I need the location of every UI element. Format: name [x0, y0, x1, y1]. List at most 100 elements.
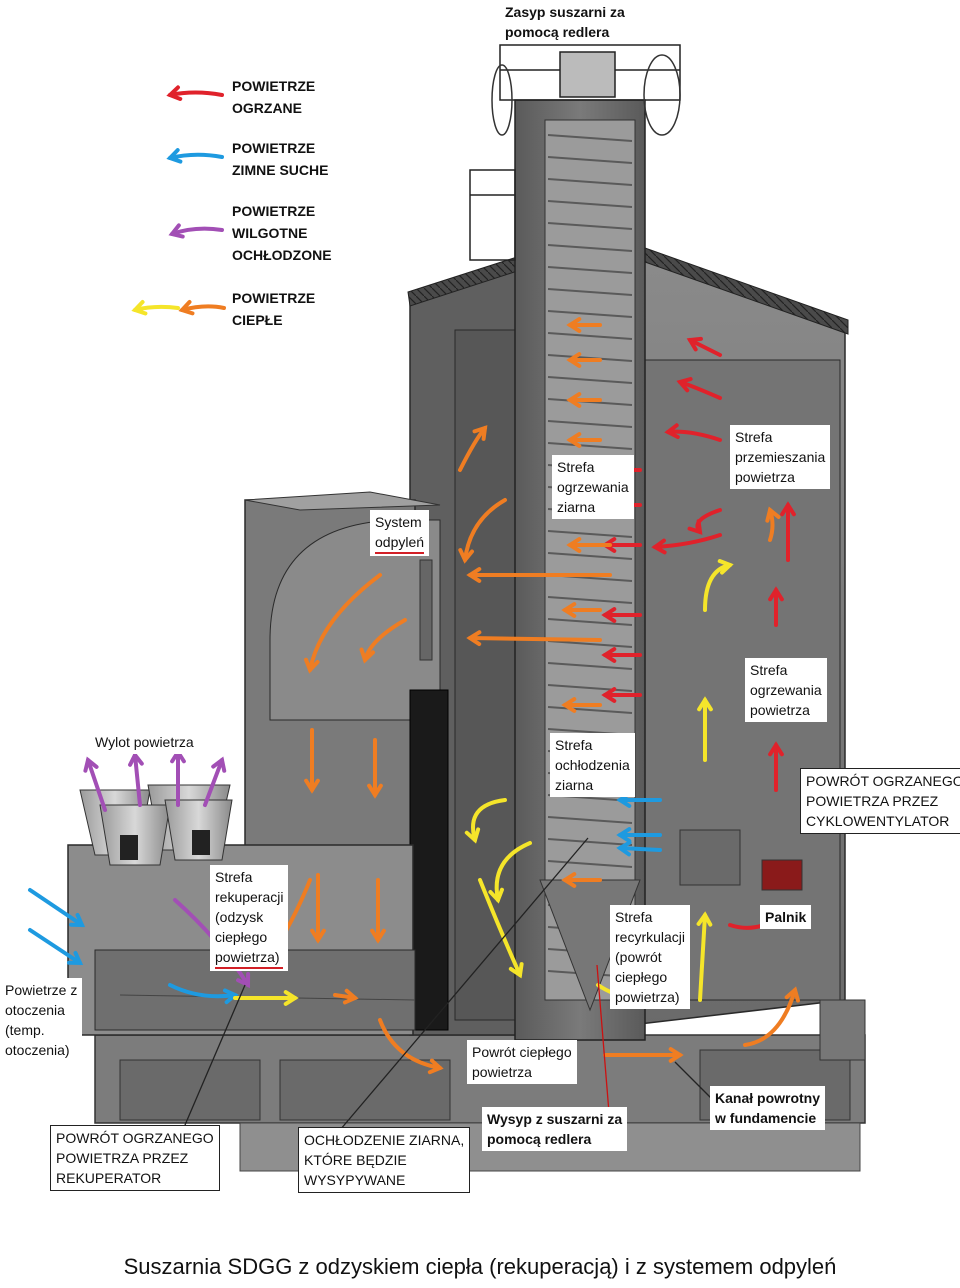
label-ochlodzenie-line-1: OCHŁODZENIE ZIARNA, [304, 1132, 465, 1148]
label-system-line-2: odpyleń [375, 532, 425, 554]
label-ogrz-ziarna-line-3: ziarna [557, 499, 596, 515]
arrow-humid-air [128, 751, 144, 807]
label-ochlodzenia-line-1: Strefa [555, 737, 593, 753]
label-top-line-2: pomocą redlera [505, 24, 610, 40]
legend-cold-line-1: POWIETRZE [232, 140, 316, 156]
label-ogrz-powietrza-line-1: Strefa [750, 662, 788, 678]
legend-humid-line-1: POWIETRZE [232, 203, 316, 219]
legend-humid-line-3: OCHŁODZONE [232, 247, 332, 263]
column-slat [547, 860, 633, 868]
arrow-warm-orange [566, 317, 602, 333]
arrow-hot-air-column [601, 687, 642, 703]
label-system-line-1: System [375, 514, 422, 530]
arrow-warm-orange [367, 738, 383, 799]
exhaust-fans [79, 784, 233, 866]
column-slat [547, 310, 633, 318]
label-wylot-line-1: Wylot powietrza [95, 734, 194, 750]
label-palnik-line-1: Palnik [765, 909, 807, 925]
label-recyrk-line-4: ciepłego [615, 969, 668, 985]
label-rekuperator-line-1: POWRÓT OGRZANEGO [56, 1130, 214, 1146]
column-slat [547, 222, 633, 230]
label-ogrz-ziarna-line-1: Strefa [557, 459, 595, 475]
arrow-warm-orange [561, 697, 602, 713]
column-slat [547, 134, 633, 142]
label-rekuperacji-line-1: Strefa [215, 869, 253, 885]
arrow-warm-orange [566, 392, 602, 408]
arrow-warm-yellow [703, 559, 734, 612]
arrow-warm-orange [561, 872, 602, 888]
legend-arrow-hot [166, 85, 224, 101]
arrow-cold-air [28, 928, 84, 966]
arrow-hot-air [780, 501, 796, 562]
arrow-warm-yellow [696, 911, 713, 1002]
label-ogrz-powietrza-line-2: ogrzewania [750, 682, 822, 698]
label-return-channel: Kanał powrotny w fundamencie [710, 1086, 826, 1130]
label-recyrk-line-2: recyrkulacji [615, 929, 686, 945]
arrow-warm-orange [370, 878, 386, 944]
label-ochlodzenie-line-3: WYSYPYWANE [304, 1172, 406, 1188]
arrow-humid-air [203, 756, 227, 807]
arrow-warm-orange [458, 425, 488, 472]
label-air-mixing: Strefa przemieszania powietrza [730, 425, 831, 489]
arrow-warm-orange [304, 573, 382, 674]
legend-arrow-warm-yellow [131, 300, 180, 316]
arrow-warm-orange [310, 873, 326, 944]
label-powrot-line-1: Powrót ciepłego [472, 1044, 572, 1060]
column-slat [547, 816, 633, 824]
arrow-cold-air [168, 983, 239, 1005]
leader-lines [184, 837, 714, 1131]
label-rekuperacji-line-3: (odzysk [215, 909, 264, 925]
column-slat [547, 442, 633, 450]
column-slat [547, 530, 633, 538]
top-railing [469, 44, 681, 261]
label-wysyp-line-2: pomocą redlera [487, 1131, 592, 1147]
label-cyclofan-return: POWRÓT OGRZANEGO POWIETRZA PRZEZ CYKLOWE… [800, 768, 960, 834]
column-slat [547, 244, 633, 252]
arrow-hot-air [664, 423, 722, 442]
figure-caption: Suszarnia SDGG z odzyskiem ciepła (rekup… [123, 1254, 837, 1279]
label-recyrk-line-5: powietrza) [615, 989, 680, 1005]
column-slat [547, 618, 633, 626]
label-wysyp-line-1: Wysyp z suszarni za [487, 1111, 623, 1127]
legend-humid-air: POWIETRZE WILGOTNE OCHŁODZONE [232, 200, 332, 266]
column-slat [547, 200, 633, 208]
legend-warm-air: POWIETRZE CIEPŁE [232, 287, 315, 331]
label-cyklo-line-2: POWIETRZA PRZEZ [806, 793, 939, 809]
arrow-warm-orange [566, 352, 602, 368]
arrow-hot-air [768, 741, 784, 792]
arrow-warm-orange [359, 618, 407, 664]
label-recuperation-zone: Strefa rekuperacji (odzysk ciepłego powi… [210, 865, 289, 971]
label-top-line-1: Zasyp suszarni za [505, 4, 625, 20]
arrow-hot-air-column [601, 647, 642, 663]
label-air-outlet: Wylot powietrza [90, 730, 199, 754]
label-przemiesz-line-3: powietrza [735, 469, 795, 485]
legend-arrow-warm-orange [178, 299, 226, 316]
column-slat [547, 156, 633, 164]
label-otoczenie-line-4: otoczenia) [5, 1042, 70, 1058]
column-slat [547, 838, 633, 846]
label-ochlodzenia-line-3: ziarna [555, 777, 594, 793]
label-cyklo-line-1: POWRÓT OGRZANEGO [806, 773, 960, 789]
arrow-warm-orange [765, 506, 781, 542]
label-top-intake: Zasyp suszarni za pomocą redlera [500, 0, 630, 44]
legend-warm-line-1: POWIETRZE [232, 290, 316, 306]
arrow-warm-yellow [697, 696, 713, 762]
arrow-cold-air [616, 827, 662, 843]
column-slat [547, 420, 633, 428]
label-otoczenie-line-3: (temp. [5, 1022, 45, 1038]
label-otoczenie-line-1: Powietrze z [5, 982, 78, 998]
label-kanal-line-1: Kanał powrotny [715, 1090, 821, 1106]
legend-humid-line-2: WILGOTNE [232, 225, 308, 241]
arrow-hot-air [768, 586, 784, 627]
arrow-warm-orange [466, 567, 612, 583]
label-kanal-line-2: w fundamencie [715, 1110, 817, 1126]
arrow-warm-orange [304, 728, 320, 794]
column-slat [547, 640, 633, 648]
label-burner: Palnik [760, 905, 812, 929]
arrow-warm-yellow [478, 878, 524, 979]
legend-arrows [131, 85, 226, 316]
label-rekuperator-line-2: POWIETRZA PRZEZ [56, 1150, 189, 1166]
label-warm-air-return: Powrót ciepłego powietrza [467, 1040, 577, 1084]
label-ochlodzenie-line-2: KTÓRE BĘDZIE [304, 1152, 407, 1168]
